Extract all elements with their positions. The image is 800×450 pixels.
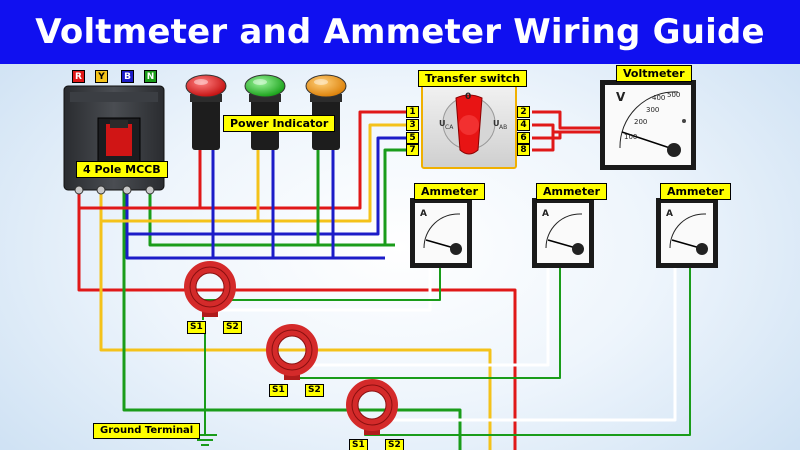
transfer-switch-label: Transfer switch — [418, 70, 528, 87]
mccb-label: 4 Pole MCCB — [76, 161, 168, 178]
switch-terminal-6: 6 — [517, 132, 530, 144]
wire-ts-vm-1 — [532, 110, 600, 130]
switch-terminal-1: 1 — [406, 106, 419, 118]
svg-text:CA: CA — [445, 124, 454, 131]
ammeter-needle — [425, 239, 455, 249]
power-indicator-label: Power Indicator — [223, 115, 336, 132]
wire-ct1-s1 — [202, 268, 441, 320]
ammeter-needle — [671, 239, 701, 249]
svg-text:U: U — [439, 119, 446, 128]
ct-3-s1-label: S1 — [349, 439, 368, 450]
wire-n-bus — [150, 148, 408, 247]
ammeter-3: A — [656, 198, 718, 268]
switch-terminal-4: 4 — [517, 119, 530, 131]
wire-ts-vm-3 — [532, 132, 562, 140]
wire-ct3-s2 — [378, 268, 677, 428]
ct-1-s2-label: S2 — [223, 321, 242, 334]
ct-3-s2-label: S2 — [385, 439, 404, 450]
wire-y-bus — [101, 123, 408, 223]
wire-b-bus — [127, 136, 408, 236]
wire-r-bus — [79, 110, 408, 210]
ct-1-s1-label: S1 — [187, 321, 206, 334]
ground-terminal-label: Ground Terminal — [93, 423, 201, 439]
ammeter-needle — [547, 239, 577, 249]
mccb-phase-n: N — [144, 70, 157, 83]
ammeter-unit: A — [542, 209, 549, 219]
green-lamp — [244, 74, 286, 150]
wire-g-feeder — [122, 190, 462, 450]
switch-terminal-3: 3 — [406, 119, 419, 131]
title-banner: Voltmeter and Ammeter Wiring Guide — [0, 0, 800, 64]
mccb-terminal-row — [74, 185, 155, 195]
switch-terminal-8: 8 — [517, 144, 530, 156]
ct-2-s1-label: S1 — [269, 384, 288, 397]
wire-b-feeder — [125, 190, 385, 260]
wire-ct2-s1 — [285, 268, 561, 379]
wire-ts-vm-2 — [532, 123, 600, 134]
power-indicator-lamps — [185, 74, 347, 150]
voltmeter-scale-100: 100 — [624, 133, 637, 141]
ammeter-2: A — [532, 198, 594, 268]
voltmeter-scale-500: 500 — [667, 91, 680, 99]
mccb-phase-b: B — [121, 70, 134, 83]
ammeter-label-1: Ammeter — [414, 183, 486, 200]
voltmeter-scale-200: 200 — [634, 118, 647, 126]
current-transformer-2 — [266, 324, 318, 380]
voltmeter-label: Voltmeter — [616, 65, 692, 82]
wire-r-feeder — [77, 190, 517, 450]
switch-zero-mark: 0 — [465, 92, 471, 102]
wire-ts-vm-4 — [532, 132, 555, 152]
ammeter-1: A — [410, 198, 472, 268]
ammeter-unit: A — [420, 209, 427, 219]
switch-terminal-7: 7 — [406, 144, 419, 156]
current-transformer-3 — [346, 379, 398, 435]
wire-y-feeder — [99, 190, 492, 450]
voltmeter-needle — [621, 131, 671, 149]
ct-2-s2-label: S2 — [305, 384, 324, 397]
ammeter-label-2: Ammeter — [536, 183, 608, 200]
voltmeter-scale-300: 300 — [646, 106, 659, 114]
voltmeter-unit: V — [616, 90, 626, 104]
red-lamp — [185, 74, 227, 150]
svg-text:AB: AB — [499, 124, 507, 131]
current-transformers — [184, 261, 398, 435]
voltmeter-meter — [600, 80, 696, 170]
mccb-phase-r: R — [72, 70, 85, 83]
ammeter-label-3: Ammeter — [660, 183, 732, 200]
ammeter-unit: A — [666, 209, 673, 219]
mccb-phase-y: Y — [95, 70, 108, 83]
switch-terminal-2: 2 — [517, 106, 530, 118]
wire-ct1-s2 — [216, 268, 432, 320]
voltmeter-scale-400: 400 — [652, 94, 665, 102]
transfer-switch: U CA U AB — [421, 83, 517, 169]
page-title: Voltmeter and Ammeter Wiring Guide — [35, 12, 765, 52]
switch-terminal-5: 5 — [406, 132, 419, 144]
current-transformer-1 — [184, 261, 236, 317]
switch-knob[interactable] — [442, 94, 496, 155]
svg-text:U: U — [493, 119, 500, 128]
amber-lamp — [305, 74, 347, 150]
wire-ct2-s2 — [298, 268, 550, 372]
